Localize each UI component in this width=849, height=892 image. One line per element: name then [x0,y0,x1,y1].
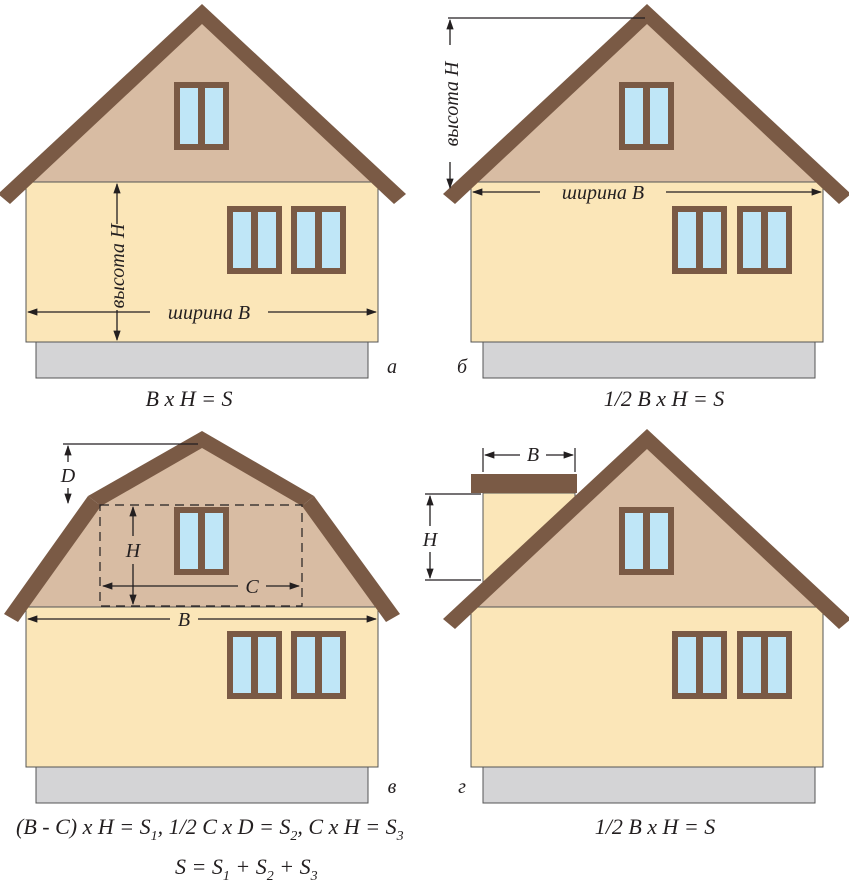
panel-letter: а [387,356,397,378]
window-wall-left [227,206,282,274]
window-wall-left [227,631,282,699]
label-h: H [422,529,439,551]
label-d: D [60,465,76,487]
window-wall-left [672,631,727,699]
roof-right-lower [302,496,400,622]
label-b: B [527,444,539,466]
roof-left [443,429,647,629]
roof-left [0,4,202,204]
window-wall-left [672,206,727,274]
window-gable [619,507,674,575]
label-c: C [245,576,259,598]
height-label: высота Н [107,222,129,308]
window-wall-right [737,206,792,274]
width-label: ширина В [168,302,250,324]
label-b: B [178,609,190,631]
foundation [482,341,816,379]
formula: B x H = S [146,386,233,411]
panel-letter: г [458,776,466,798]
window-wall-right [737,631,792,699]
window-gable [174,82,229,150]
chimney-cap [471,474,577,493]
window-wall-right [291,631,346,699]
window-wall-right [291,206,346,274]
roof-left [443,4,647,204]
panel-v: D H C B в (B - C) x H = S1, 1/2 C x D = … [4,431,404,884]
foundation [35,341,369,379]
roof-right [647,429,849,629]
panel-a: высота Н ширина В а B x H = S [0,4,406,411]
window-gable [174,507,229,575]
foundation [35,766,369,804]
panel-letter: в [388,776,397,798]
formula: 1/2 B x H = S [595,814,716,839]
panel-letter: б [457,356,468,378]
panel-b: высота Н ширина В б 1/2 B x H = S [441,4,849,411]
roof-left-upper [88,431,202,506]
attic-dashed-area [99,504,303,607]
window-gable [619,82,674,150]
width-label: ширина В [562,182,644,204]
roof-right [202,4,406,204]
formula-line-1: (B - C) x H = S1, 1/2 C x D = S2, C x H … [16,814,404,844]
height-label: высота Н [441,60,463,146]
foundation [482,766,816,804]
roof-right [647,4,849,204]
roof-right-upper [202,431,314,506]
formula-line-2: S = S1 + S2 + S3 [175,854,318,884]
label-h: H [125,540,142,562]
panel-g: B H г 1/2 B x H = S [422,429,849,839]
roof-left-lower [4,496,101,622]
formula: 1/2 B x H = S [604,386,725,411]
